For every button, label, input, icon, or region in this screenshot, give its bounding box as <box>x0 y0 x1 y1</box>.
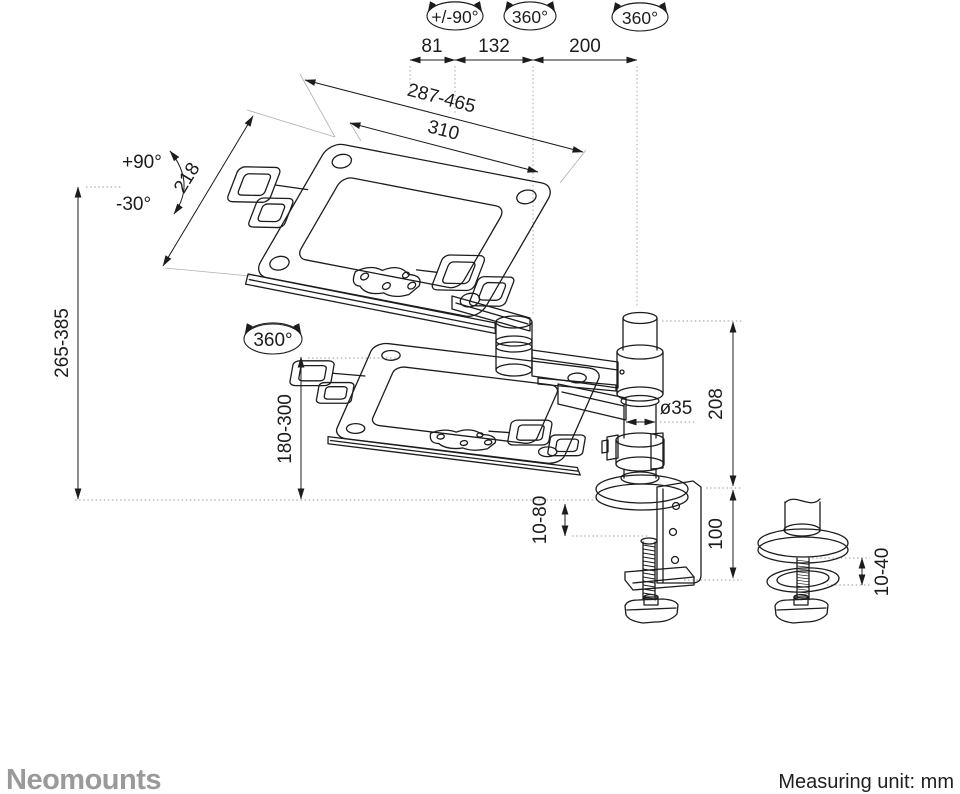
brand-logo: Neomounts <box>6 764 161 794</box>
dim-310: 310 <box>425 117 461 145</box>
rotation-badge-tray-swivel: 360° <box>243 322 303 355</box>
dim-pole-diameter: ø35 <box>660 398 693 419</box>
arm-swivel-label: 360° <box>512 7 548 27</box>
tilt-down-label: -30° <box>116 194 151 215</box>
laptop-tray-upper-position <box>177 127 580 335</box>
tray-arm-link <box>451 295 531 332</box>
pole-break-symbol <box>784 498 821 504</box>
grommet-base-disc <box>757 528 849 558</box>
pole-top <box>622 311 658 325</box>
clamp-base-disc <box>595 474 689 504</box>
dim-218: 218 <box>170 159 204 197</box>
pole-clamp-collar <box>615 432 665 448</box>
clamp-bracket <box>656 480 702 584</box>
tilt-up-label: +90° <box>122 152 162 173</box>
extension-lines <box>164 73 587 277</box>
tray-swivel-label: 360° <box>253 330 292 351</box>
clamp-under-arm <box>624 566 695 591</box>
dim-208: 208 <box>706 388 727 420</box>
pole-swivel-label: 360° <box>622 8 658 28</box>
forearm-link <box>531 349 619 389</box>
rotation-badges: +/-90° 360° 360° 360° <box>243 1 669 355</box>
dim-265-385: 265-385 <box>52 308 73 378</box>
reference-dotted-lines <box>75 66 870 586</box>
rotation-badge-arm-swivel: 360° <box>503 1 557 31</box>
articulated-arm <box>495 315 619 392</box>
grommet-ring <box>766 567 840 593</box>
rotation-badge-arm-tilt: +/-90° <box>426 1 484 31</box>
dim-132: 132 <box>478 36 510 57</box>
measuring-unit-note: Measuring unit: mm <box>778 771 954 793</box>
rotation-badge-pole-swivel: 360° <box>611 2 669 32</box>
dim-10-80: 10-80 <box>530 496 551 545</box>
dim-200: 200 <box>569 36 601 57</box>
grommet-mount-detail <box>757 498 849 624</box>
pole-assembly <box>595 311 702 624</box>
dim-180-300: 180-300 <box>275 394 296 464</box>
grommet-screw <box>796 557 810 601</box>
dim-287-465: 287-465 <box>405 80 478 118</box>
arm-tilt-label: +/-90° <box>431 7 478 27</box>
dim-10-40: 10-40 <box>872 548 893 597</box>
grommet-wing-knob <box>774 593 829 624</box>
dim-100: 100 <box>706 518 727 550</box>
dim-81: 81 <box>421 36 442 57</box>
